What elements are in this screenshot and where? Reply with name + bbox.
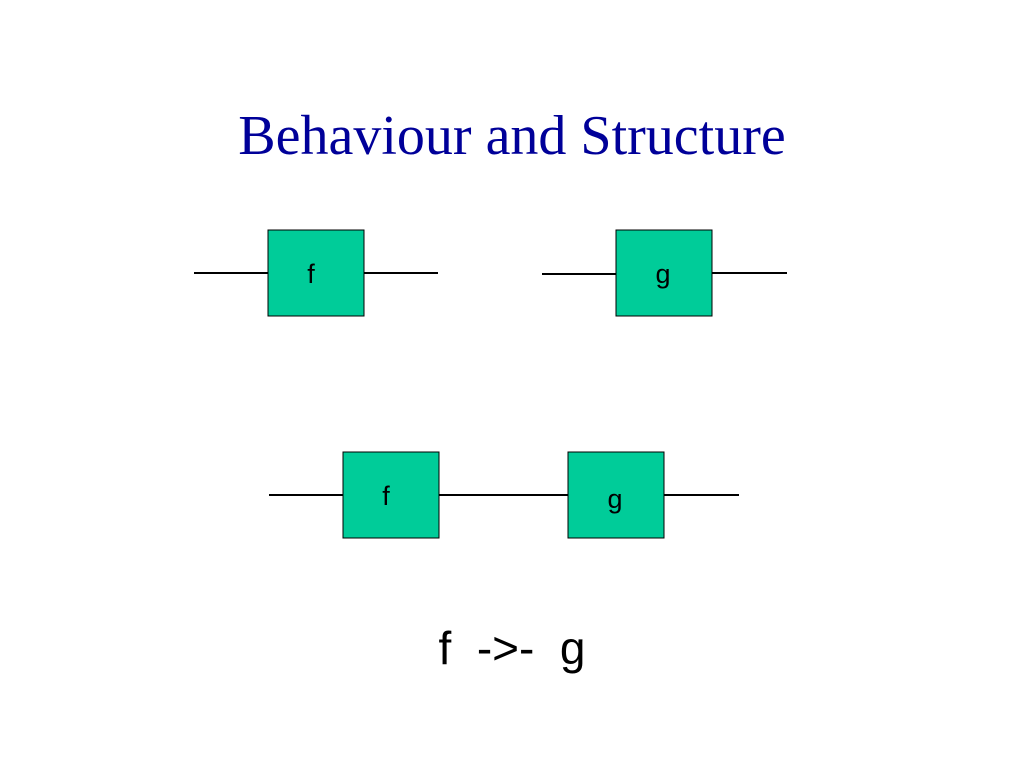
composed-f-label: f: [382, 481, 390, 511]
f-box: [267, 229, 365, 317]
separate-f-block: f: [194, 229, 438, 317]
composed-g-label: g: [607, 484, 622, 514]
composition-formula: f ->- g: [438, 622, 586, 674]
composed-g-box: [567, 451, 665, 539]
composed-f-box: [342, 451, 440, 539]
g-box-label: g: [655, 259, 670, 289]
slide-title: Behaviour and Structure: [238, 105, 786, 167]
g-box: [615, 229, 713, 317]
separate-g-block: g: [542, 229, 787, 317]
composed-blocks: f g: [269, 451, 739, 539]
f-box-label: f: [307, 259, 315, 289]
